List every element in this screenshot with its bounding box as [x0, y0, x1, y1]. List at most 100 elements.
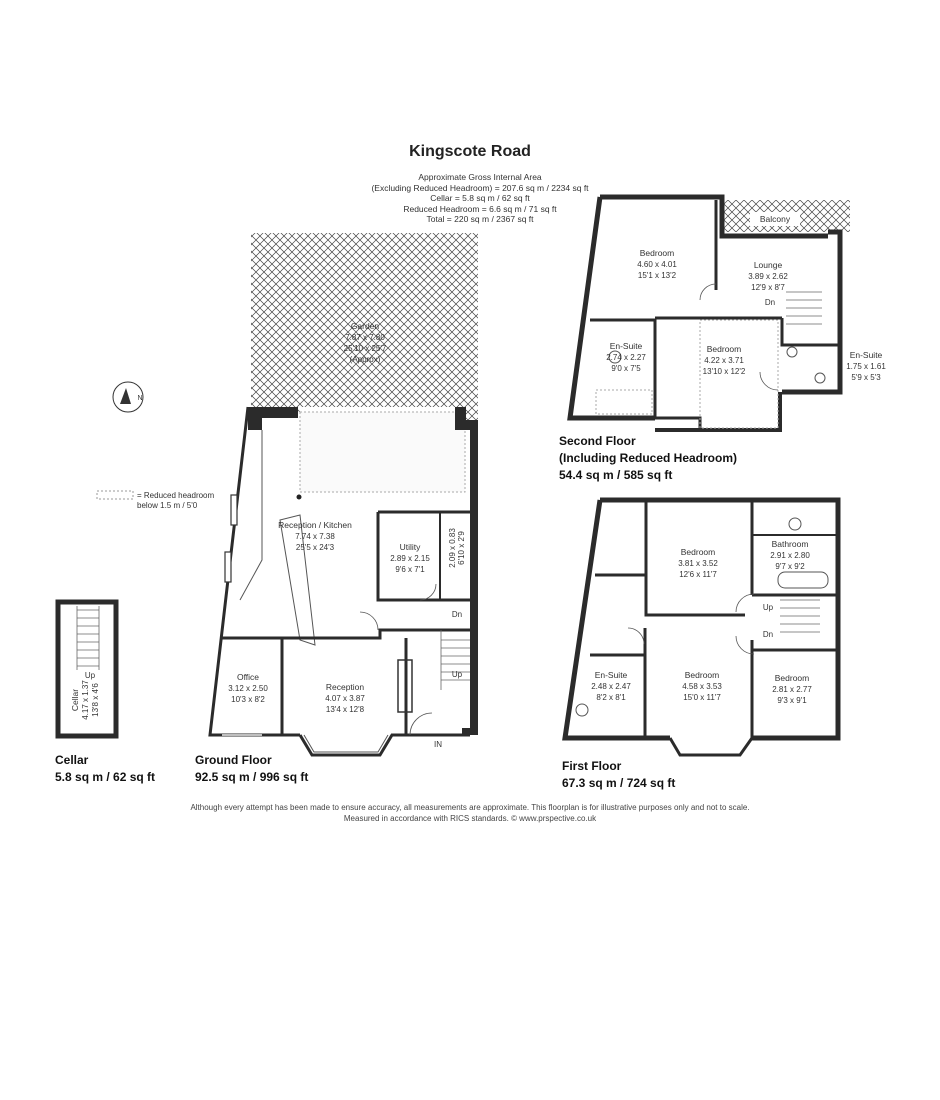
room-name: Utility — [400, 542, 422, 552]
floor-name: Cellar — [55, 753, 89, 767]
disclaimer-line: Although every attempt has been made to … — [190, 803, 750, 812]
room-dim-ft: 25'5 x 24'3 — [296, 543, 335, 552]
room-dim-m: 2.09 x 0.83 — [448, 528, 457, 568]
room-dim-m: 2.48 x 2.47 — [591, 682, 631, 691]
ff-stairs-dn-label: Dn — [763, 630, 773, 639]
ground-floor-plan — [208, 233, 478, 757]
room-name: Cellar — [70, 689, 80, 711]
floor-sub: (Including Reduced Headroom) — [559, 451, 737, 465]
room-ff-bedroom-3: Bedroom 2.81 x 2.77 9'3 x 9'1 — [772, 673, 812, 705]
compass-icon: N — [112, 381, 144, 413]
room-ff-bedroom-2: Bedroom 4.58 x 3.53 15'0 x 11'7 — [682, 670, 722, 702]
room-name: Office — [237, 672, 259, 682]
sf-stairs-dn-label: Dn — [765, 298, 775, 307]
room-cellar: Cellar 4.17 x 1.37 13'8 x 4'6 — [70, 680, 100, 720]
caption-cellar: Cellar 5.8 sq m / 62 sq ft — [55, 753, 155, 784]
room-dim-m: 7.74 x 7.38 — [295, 532, 335, 541]
area-line: Reduced Headroom = 6.6 sq m / 71 sq ft — [403, 203, 557, 214]
room-dim-m: 2.81 x 2.77 — [772, 685, 812, 694]
entrance-label: IN — [434, 740, 442, 749]
reduced-headroom-zone — [299, 411, 466, 493]
room-dim-ft: 12'6 x 11'7 — [679, 570, 717, 579]
room-name: Reception / Kitchen — [278, 520, 352, 530]
room-name: En-Suite — [595, 670, 628, 680]
room-name: En-Suite — [850, 350, 883, 360]
room-sf-bedroom-1: Bedroom 4.60 x 4.01 15'1 x 13'2 — [637, 248, 677, 280]
floor-area: 5.8 sq m / 62 sq ft — [55, 770, 155, 784]
room-dim-m: 4.17 x 1.37 — [81, 680, 90, 720]
room-sf-ensuite-2: En-Suite 1.75 x 1.61 5'9 x 5'3 — [846, 350, 886, 382]
room-office: Office 3.12 x 2.50 10'3 x 8'2 — [228, 672, 268, 704]
room-dim-ft: 10'3 x 8'2 — [231, 695, 265, 704]
room-dim-ft: 9'7 x 9'2 — [775, 562, 805, 571]
legend-swatch — [96, 490, 134, 500]
room-name: Garden — [351, 321, 380, 331]
room-name: Bedroom — [707, 344, 742, 354]
room-dim-m: 3.81 x 3.52 — [678, 559, 718, 568]
stairs-dn-label: Dn — [452, 610, 462, 619]
room-name: Lounge — [754, 260, 783, 270]
room-dim-m: 7.87 x 7.80 — [345, 333, 385, 342]
room-name: Reception — [326, 682, 365, 692]
room-dim-m: 1.75 x 1.61 — [846, 362, 886, 371]
room-dim-ft: 6'10 x 2'9 — [457, 531, 466, 565]
room-name: Bedroom — [640, 248, 675, 258]
room-dim-ft: 15'1 x 13'2 — [638, 271, 677, 280]
legend-line1: = Reduced headroom — [137, 491, 215, 500]
area-line: Cellar = 5.8 sq m / 62 sq ft — [430, 193, 530, 203]
plan-title: Kingscote Road — [409, 143, 531, 160]
area-line: Total = 220 sq m / 2367 sq ft — [426, 214, 534, 224]
room-dim-m: 3.12 x 2.50 — [228, 684, 268, 693]
stairs-up-label: Up — [452, 670, 463, 679]
room-store: 2.09 x 0.83 6'10 x 2'9 — [448, 528, 466, 568]
legend-line2: below 1.5 m / 5'0 — [137, 501, 198, 510]
floor-name: Ground Floor — [195, 753, 272, 767]
room-dim-m: 2.89 x 2.15 — [390, 554, 430, 563]
room-utility: Utility 2.89 x 2.15 9'6 x 7'1 — [390, 542, 430, 574]
room-garden: Garden 7.87 x 7.80 25'10 x 25'7 (Approx) — [344, 321, 387, 364]
room-dim-ft: 25'10 x 25'7 — [344, 344, 387, 353]
disclaimer: Although every attempt has been made to … — [0, 802, 940, 824]
caption-first-floor: First Floor 67.3 sq m / 724 sq ft — [562, 759, 675, 790]
room-dim-m: 4.22 x 3.71 — [704, 356, 744, 365]
cellar-plan — [55, 599, 119, 739]
legend: = Reduced headroom below 1.5 m / 5'0 — [96, 490, 215, 510]
room-sf-lounge: Lounge 3.89 x 2.62 12'9 x 8'7 — [748, 260, 788, 292]
room-name: En-Suite — [610, 341, 643, 351]
first-floor-plan — [562, 497, 841, 757]
cellar-stairs-up-label: Up — [85, 671, 96, 680]
room-dim-ft: 5'9 x 5'3 — [851, 373, 881, 382]
garden-area — [251, 233, 478, 420]
room-ff-bedroom-1: Bedroom 3.81 x 3.52 12'6 x 11'7 — [678, 547, 718, 579]
room-name: Bedroom — [685, 670, 720, 680]
room-name: Bedroom — [681, 547, 716, 557]
area-summary: Approximate Gross Internal Area (Excludi… — [300, 172, 660, 225]
floor-name: Second Floor — [559, 434, 636, 448]
room-name: Bathroom — [772, 539, 809, 549]
room-dim-ft: 15'0 x 11'7 — [683, 693, 721, 702]
room-dim-m: 3.89 x 2.62 — [748, 272, 788, 281]
room-reception-kitchen: Reception / Kitchen 7.74 x 7.38 25'5 x 2… — [278, 520, 352, 552]
second-floor-plan — [567, 194, 850, 432]
floor-area: 92.5 sq m / 996 sq ft — [195, 770, 308, 784]
floor-name: First Floor — [562, 759, 622, 773]
room-dim-ft: 9'0 x 7'5 — [611, 364, 641, 373]
area-line: Approximate Gross Internal Area — [418, 172, 542, 182]
ff-stairs-up-label: Up — [763, 603, 774, 612]
room-dim-ft: 9'6 x 7'1 — [395, 565, 425, 574]
floor-area: 54.4 sq m / 585 sq ft — [559, 468, 672, 482]
room-dim-ft: 13'10 x 12'2 — [703, 367, 746, 376]
caption-ground-floor: Ground Floor 92.5 sq m / 996 sq ft — [195, 753, 308, 784]
room-reception: Reception 4.07 x 3.87 13'4 x 12'8 — [325, 682, 365, 714]
room-dim-m: 4.58 x 3.53 — [682, 682, 722, 691]
caption-second-floor: Second Floor (Including Reduced Headroom… — [559, 434, 737, 482]
room-sf-ensuite-1: En-Suite 2.74 x 2.27 9'0 x 7'5 — [606, 341, 646, 373]
room-ff-bathroom: Bathroom 2.91 x 2.80 9'7 x 9'2 — [770, 539, 810, 571]
room-dim-m: 2.74 x 2.27 — [606, 353, 646, 362]
room-name: Bedroom — [775, 673, 810, 683]
area-line: (Excluding Reduced Headroom) = 207.6 sq … — [371, 182, 589, 193]
room-note: (Approx) — [350, 355, 381, 364]
room-ff-ensuite: En-Suite 2.48 x 2.47 8'2 x 8'1 — [591, 670, 631, 702]
room-dim-ft: 13'8 x 4'6 — [91, 683, 100, 717]
